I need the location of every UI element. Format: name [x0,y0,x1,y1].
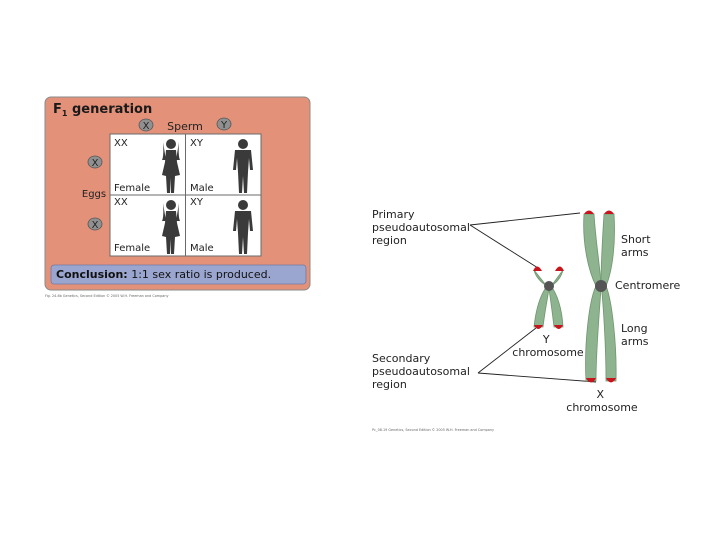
chromosome-figure: Primary pseudoautosomal region Secondary… [372,208,681,432]
cell-sex: Male [190,243,214,254]
female-silhouette [162,139,180,193]
centromere-label: Centromere [615,279,681,292]
panel-title: F1 generation [53,102,152,118]
y-centromere [544,281,554,291]
male-silhouette [233,139,253,193]
sperm-y-circle [216,117,232,131]
male-silhouette [233,200,253,254]
cell-genotype: XY [190,138,204,149]
conclusion-bar [50,264,307,285]
right-figure-credit: Pc_08.19 Genetics, Second Edition © 2005… [372,428,494,432]
eggs-label: Eggs [82,189,106,200]
punnett-figure: F1 generation X Sperm Y X Eggs X [44,96,311,298]
female-silhouette [162,200,180,254]
cell-sex: Male [190,183,214,194]
x-chromosome-label: X chromosome [566,388,638,414]
x-tip-red [584,210,594,214]
long-arms-label: Long arms [621,322,651,348]
sperm-x-label: X [143,121,150,132]
x-centromere [595,280,607,292]
sperm-x-circle [138,118,154,132]
y-chromosome [533,266,564,329]
y-tip-red [534,325,543,329]
y-tip-red [533,266,542,271]
cell-genotype: XY [190,197,204,208]
egg-x1-circle [87,155,103,169]
egg-x2-circle [87,217,103,231]
left-figure-credit: Fig. 24-6b Genetics, Second Edition © 20… [45,294,169,298]
x-chromosome [583,210,617,383]
cell-genotype: XX [114,197,128,208]
conclusion-text: Conclusion: 1:1 sex ratio is produced. [56,268,271,281]
secondary-region-label: Secondary pseudoautosomal region [372,352,473,391]
x-tip-red [604,210,614,214]
x-tip-red [586,378,596,383]
cell-sex: Female [114,243,150,254]
egg-x1-label: X [92,158,99,169]
cell-sex: Female [114,183,150,194]
y-tip-red [554,325,563,329]
short-arms-label: Short arms [621,233,654,259]
y-chromosome-label: Y chromosome [512,333,584,359]
y-tip-red [555,266,564,271]
x-tip-red [606,378,616,383]
pointer-lines [469,212,597,383]
egg-x2-label: X [92,220,99,231]
sperm-label: Sperm [167,120,203,133]
sperm-y-label: Y [220,120,228,131]
primary-region-label: Primary pseudoautosomal region [372,208,473,247]
cell-genotype: XX [114,138,128,149]
